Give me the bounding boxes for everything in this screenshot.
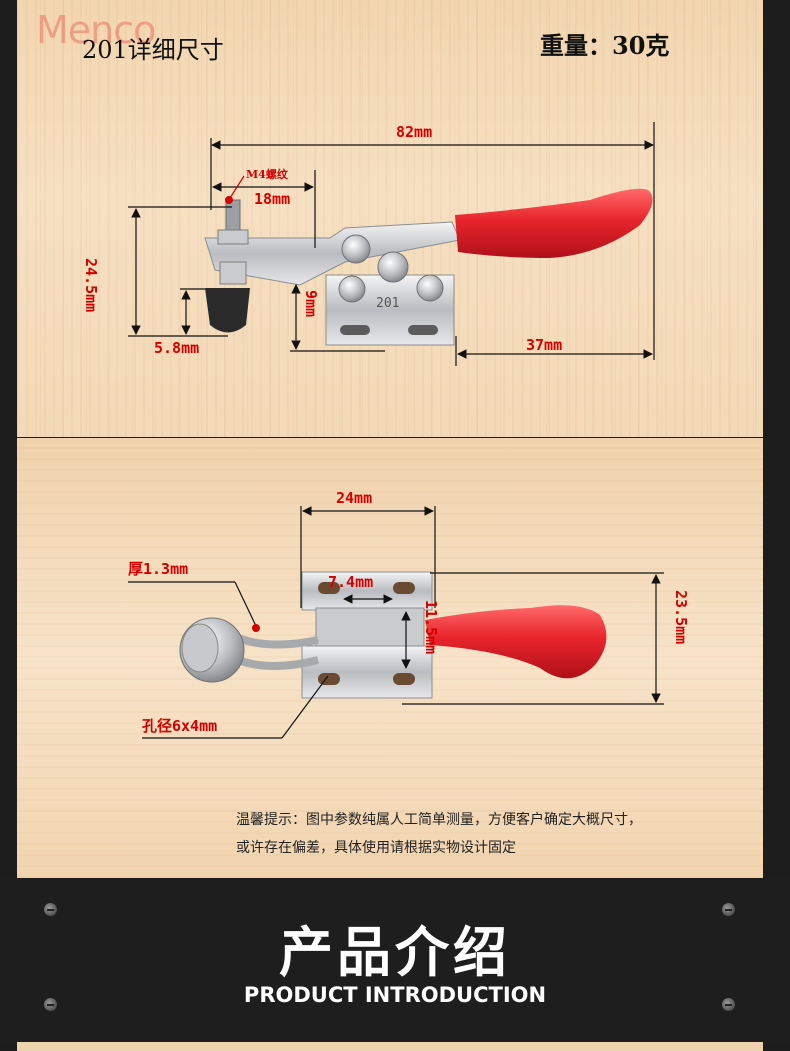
dim-handle-37: 37mm [526,336,563,354]
screw-icon [722,903,735,916]
dim-hole-size: 孔径6x4mm [142,717,218,735]
screw-icon [722,998,735,1011]
bottom-clamp-photo [179,571,607,699]
dim-hole-vertical: 11.5mm [422,600,440,655]
dim-base-9: 9mm [302,290,320,318]
dim-hole-spacing: 7.4mm [328,573,374,591]
thread-marker-dot [225,196,233,204]
thickness-marker-dot [252,624,260,632]
dim-thickness: 厚1.3mm [128,560,189,578]
dim-18: 18mm [254,190,291,208]
product-intro-banner [0,878,790,1042]
bottom-dimension-lines [128,506,664,739]
dim-width-24: 24mm [336,489,373,507]
model-stamp: 201 [376,296,400,311]
next-panel-edge [17,1042,763,1051]
top-dimension-lines [128,122,655,366]
dim-pad-5-8: 5.8mm [154,339,200,357]
dim-thread: M4螺纹 [246,168,288,181]
dim-height-23-5: 23.5mm [672,590,690,645]
section-title-en: PRODUCT INTRODUCTION [243,983,547,1007]
note-line-2: 或许存在偏差，具体使用请根据实物设计固定 [236,840,516,856]
brand-watermark: Menco [36,8,156,52]
dim-height-24-5: 24.5mm [82,258,100,313]
screw-icon [44,903,57,916]
dim-total-length: 82mm [396,123,433,141]
note-line-1: 温馨提示：图中参数纯属人工简单测量，方便客户确定大概尺寸， [236,812,642,828]
section-title-cn: 产品介绍 [279,921,511,984]
top-clamp-photo [204,188,653,346]
screw-icon [44,998,57,1011]
page-title: 201详细尺寸 [82,36,224,64]
weight-label: 重量：30克 [540,31,670,60]
